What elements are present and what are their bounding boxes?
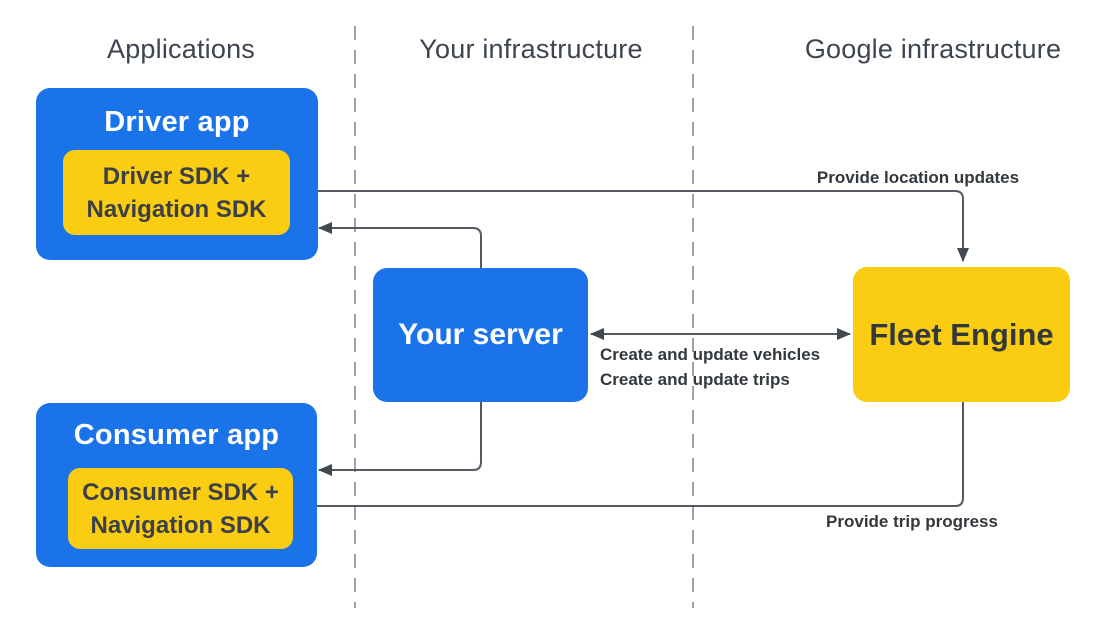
node-your-server: Your server	[373, 268, 588, 402]
label-create-update-vehicles: Create and update vehicles	[600, 345, 821, 364]
edge-server-to-consumer-app	[318, 402, 482, 476]
edge-provide-trip-progress	[294, 402, 964, 512]
node-driver-sdk: Driver SDK + Navigation SDK	[63, 150, 290, 235]
consumer-sdk-line2: Navigation SDK	[90, 511, 271, 539]
label-provide-trip-progress: Provide trip progress	[826, 512, 998, 531]
node-consumer-app: Consumer app Consumer SDK + Navigation S…	[36, 403, 317, 567]
consumer-app-title: Consumer app	[73, 419, 280, 451]
edge-provide-location-updates	[291, 190, 969, 262]
label-create-update-trips: Create and update trips	[600, 370, 790, 389]
your-server-title: Your server	[398, 318, 563, 351]
consumer-sdk-line1: Consumer SDK +	[82, 478, 279, 506]
driver-sdk-line1: Driver SDK +	[102, 162, 251, 190]
label-provide-location-updates: Provide location updates	[816, 168, 1020, 187]
node-fleet-engine: Fleet Engine	[853, 267, 1070, 402]
column-header-applications: Applications	[107, 34, 255, 64]
column-header-google-infrastructure: Google infrastructure	[804, 34, 1062, 64]
fleet-engine-title: Fleet Engine	[869, 316, 1054, 352]
driver-sdk-line2: Navigation SDK	[86, 195, 267, 223]
node-driver-app: Driver app Driver SDK + Navigation SDK	[36, 88, 318, 260]
driver-app-title: Driver app	[104, 106, 250, 138]
column-header-your-infrastructure: Your infrastructure	[419, 34, 643, 64]
edge-server-to-driver-app	[318, 222, 482, 268]
node-consumer-sdk: Consumer SDK + Navigation SDK	[68, 468, 293, 549]
